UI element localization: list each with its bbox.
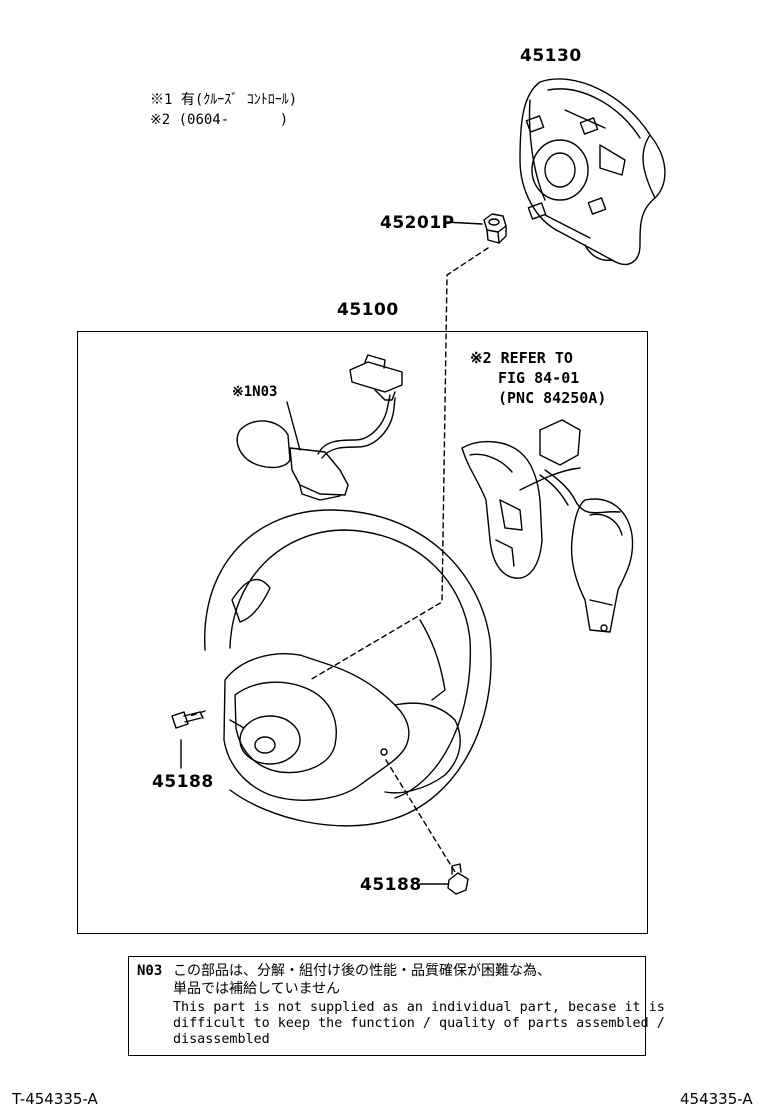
note-box-code: N03 xyxy=(137,963,163,979)
airbag-pad-illustration xyxy=(519,78,666,265)
callout-refer-line-3: (PNC 84250A) xyxy=(498,389,607,407)
footer-left-code: T-454335-A xyxy=(12,1090,98,1108)
note-box: N03 この部品は、分解・組付け後の性能・品質確保が困難な為、 単品では補給して… xyxy=(128,956,665,1056)
part-number-screw-bottom: 45188 xyxy=(360,875,422,895)
part-number-screw-left: 45188 xyxy=(152,772,214,792)
dashed-alignment-lines xyxy=(189,247,489,873)
footer-right-code: 454335-A xyxy=(680,1090,753,1108)
note-box-jp-line-1: この部品は、分解・組付け後の性能・品質確保が困難な為、 xyxy=(173,963,551,979)
screw-bottom-illustration xyxy=(447,863,469,895)
steering-wheel-illustration xyxy=(204,509,492,827)
steering-switch-illustration xyxy=(461,419,634,633)
screw-left-illustration xyxy=(171,711,204,729)
callout-refer-line-1: ※2 REFER TO xyxy=(470,349,573,367)
part-number-nut: 45201P xyxy=(380,213,455,233)
note-line-2: ※2 (0604- ) xyxy=(150,112,289,128)
note-box-jp-line-2: 単品では補給していません xyxy=(173,981,341,997)
note-line-1: ※1 有(ｸﾙｰｽﾞ ｺﾝﾄﾛｰﾙ) xyxy=(150,92,298,108)
callout-n03: ※1N03 xyxy=(232,384,278,400)
part-number-wheel-assy: 45100 xyxy=(337,300,399,320)
part-number-airbag: 45130 xyxy=(520,46,582,66)
note-box-en-line-3: disassembled xyxy=(173,1032,270,1047)
assembly-box xyxy=(77,331,648,934)
callout-refer-line-2: FIG 84-01 xyxy=(498,369,580,387)
leader-lines xyxy=(180,221,483,885)
note-box-en-line-2: difficult to keep the function / quality… xyxy=(173,1016,665,1031)
note-box-en-line-1: This part is not supplied as an individu… xyxy=(173,1000,665,1015)
nut-illustration xyxy=(483,213,507,244)
cruise-switch-illustration xyxy=(236,354,403,501)
